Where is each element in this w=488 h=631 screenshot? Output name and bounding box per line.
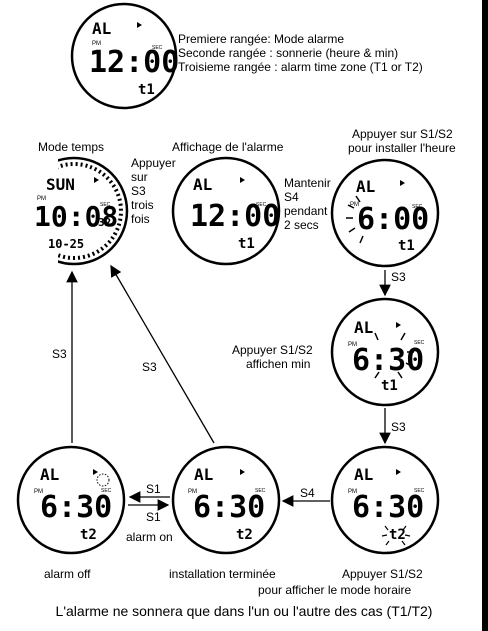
watch-min: AL PM 6:30 SEC t1 (330, 297, 440, 407)
legend-line-3: Troisieme rangée : alarm time zone (T1 o… (178, 60, 423, 74)
watch-alarm-row1: AL (193, 175, 212, 194)
label-appuyer-min-1: Appuyer S1/S2 (232, 343, 313, 357)
svg-text:SEC: SEC (414, 488, 425, 494)
watch-top-row3: t1 (138, 82, 155, 98)
label-appuyer-heure-1: Appuyer sur S1/S2 (352, 127, 453, 141)
watch-zone-row1: AL (354, 465, 373, 484)
watch-alarm-row2: 12:00 (190, 199, 280, 234)
label-alarm-off: alarm off (44, 567, 91, 581)
watch-done-row3: t2 (236, 527, 253, 543)
alarm-bell-icon (137, 22, 142, 28)
watch-off: AL PM 6:30 SEC t2 (16, 445, 126, 555)
label-maintenir-3: pendant (284, 204, 328, 218)
watch-hour-row3: t1 (398, 238, 415, 254)
watch-alarm: AL 12:00 SEC t1 (171, 156, 280, 266)
label-appuyer-horaire: Appuyer S1/S2 (342, 567, 423, 581)
watch-time: SUN PM 10:08 SEC 32 10-25 (18, 150, 129, 270)
label-maintenir-2: S4 (284, 190, 299, 204)
watch-top-row1: AL (92, 19, 111, 38)
alarm-bell-icon (94, 177, 99, 183)
arrow-label-s3-2: S3 (391, 420, 406, 434)
watch-off-row3: t2 (80, 527, 97, 543)
watch-hour-row2: 6:00 (357, 202, 429, 237)
svg-text:PM: PM (348, 342, 357, 348)
label-installation: installation terminée (169, 567, 276, 581)
watch-zone: AL PM 6:30 SEC t2 (330, 445, 440, 555)
label-appuyer-3: S3 (131, 184, 146, 198)
alarm-bell-icon (93, 469, 98, 475)
watch-zone-row2: 6:30 (352, 490, 424, 525)
svg-text:PM: PM (348, 489, 357, 495)
watch-top-row2: 12:00 (89, 45, 179, 80)
svg-text:SEC: SEC (152, 45, 163, 51)
label-appuyer-1: Appuyer (131, 156, 176, 170)
label-appuyer-4: trois (131, 198, 154, 212)
label-maintenir-4: 2 secs (284, 218, 319, 232)
svg-text:SEC: SEC (412, 204, 423, 210)
watch-off-row1: AL (40, 465, 59, 484)
arrow-label-s3-1: S3 (391, 270, 406, 284)
watch-done-row2: 6:30 (193, 490, 265, 525)
watch-zone-row3: t2 (389, 527, 406, 543)
arrow-label-s3-up-diag: S3 (142, 360, 157, 374)
flow-arrows (66, 264, 391, 511)
watch-off-row2: 6:30 (40, 490, 112, 525)
legend-line-1: Premiere rangée: Mode alarme (178, 32, 345, 46)
watch-min-row3: t1 (381, 378, 398, 394)
alarm-bell-icon (240, 469, 245, 475)
label-appuyer-heure-2: pour installer l'heure (348, 141, 456, 155)
watch-hour-row1: AL (356, 177, 375, 196)
arrow-label-s3-up-left: S3 (52, 347, 67, 361)
label-maintenir-1: Mantenir (284, 176, 331, 190)
svg-text:PM: PM (37, 196, 46, 202)
svg-text:SEC: SEC (100, 202, 111, 208)
label-mode-temps: Mode temps (38, 140, 105, 154)
blink-rays-icon (346, 195, 364, 244)
blink-rays-icon (374, 332, 414, 379)
arrow-s3-up-diag (110, 264, 215, 444)
right-border (482, 0, 488, 631)
watch-time-row3: 10-25 (48, 237, 84, 251)
label-appuyer-min-2: affichen min (246, 357, 311, 371)
svg-text:PM: PM (34, 489, 43, 495)
label-affichage-alarme: Affichage de l'alarme (172, 140, 284, 154)
arrow-label-s1-right: S1 (146, 510, 161, 524)
footer-note: L'alarme ne sonnera que dans l'un ou l'a… (55, 603, 433, 619)
blink-rays-icon (381, 525, 411, 546)
svg-text:PM: PM (350, 202, 359, 208)
watch-time-row1: SUN (46, 175, 75, 194)
watch-top: AL PM 12:00 SEC t1 (70, 2, 179, 110)
alarm-bell-icon (240, 177, 245, 183)
watch-alarm-row3: t1 (238, 236, 255, 252)
svg-text:PM: PM (188, 489, 197, 495)
svg-text:SEC: SEC (414, 340, 425, 346)
alarm-bell-icon (396, 469, 401, 475)
watch-done-row1: AL (194, 465, 213, 484)
svg-text:PM: PM (92, 41, 101, 47)
label-alarm-on: alarm on (126, 530, 173, 544)
label-appuyer-5: fois (131, 212, 150, 226)
alarm-bell-icon (396, 322, 401, 328)
watch-done: AL PM 6:30 SEC t2 (171, 445, 281, 555)
watch-min-row1: AL (354, 318, 373, 337)
label-appuyer-2: sur (131, 170, 148, 184)
watch-min-row2: 6:30 (352, 343, 424, 378)
watch-hour: AL PM 6:00 SEC t1 (330, 158, 440, 268)
svg-text:SEC: SEC (101, 488, 112, 494)
svg-text:SEC: SEC (255, 488, 266, 494)
svg-text:SEC: SEC (256, 202, 267, 208)
svg-text:32: 32 (98, 216, 111, 229)
alarm-off-dotted-icon (96, 473, 110, 487)
alarm-bell-icon (400, 180, 405, 186)
arrow-label-s1-left: S1 (146, 482, 161, 496)
legend-line-2: Seconde rangée : sonnerie (heure & min) (178, 46, 399, 60)
watch-time-row2: 10:08 (34, 200, 118, 233)
arrow-label-s4: S4 (300, 486, 315, 500)
label-pour-afficher: pour afficher le mode horaire (258, 583, 412, 597)
